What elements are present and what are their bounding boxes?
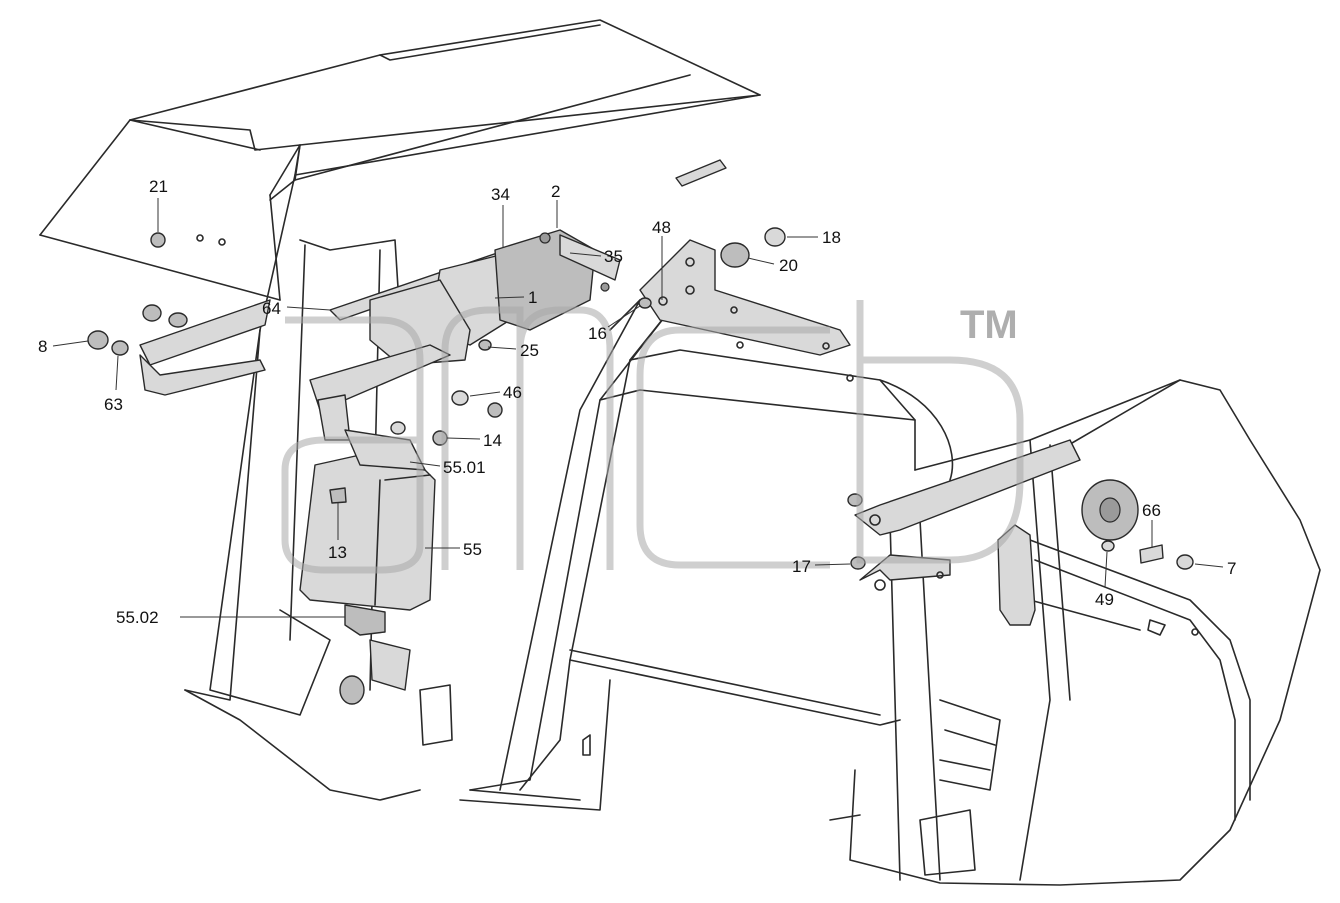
callout-46: 46 <box>503 383 522 402</box>
callout-2: 2 <box>551 182 560 201</box>
callout-63: 63 <box>104 395 123 414</box>
callout-66: 66 <box>1142 501 1161 520</box>
callout-18: 18 <box>822 228 841 247</box>
callout-7: 7 <box>1227 559 1236 578</box>
callout-17: 17 <box>792 557 811 576</box>
leader-lines <box>52 198 1224 618</box>
callout-16: 16 <box>588 324 607 343</box>
watermark-trademark: TM <box>960 303 1018 347</box>
callout-labels: 21 34 2 35 48 18 20 64 1 16 8 25 63 46 1… <box>38 177 1236 627</box>
right-bracket <box>854 439 1081 591</box>
cab-right-section <box>849 379 1321 886</box>
panel-details <box>419 341 1199 821</box>
callout-55-02: 55.02 <box>116 608 159 627</box>
callout-1: 1 <box>528 288 537 307</box>
cab-roof <box>39 19 761 301</box>
callout-25: 25 <box>520 341 539 360</box>
callout-14: 14 <box>483 431 502 450</box>
left-bracket <box>87 232 451 441</box>
callout-13: 13 <box>328 543 347 562</box>
callout-55: 55 <box>463 540 482 559</box>
callout-21: 21 <box>149 177 168 196</box>
right-handrail <box>997 479 1251 821</box>
watermark-logo: TM <box>281 300 1024 574</box>
callout-64: 64 <box>262 299 281 318</box>
wiper-motor-assembly <box>329 229 621 366</box>
callout-35: 35 <box>604 247 623 266</box>
callout-20: 20 <box>779 256 798 275</box>
callout-48: 48 <box>652 218 671 237</box>
callout-55-01: 55.01 <box>443 458 486 477</box>
callout-8: 8 <box>38 337 47 356</box>
fasteners <box>390 159 1194 570</box>
cab-center-frame <box>459 299 954 811</box>
callout-49: 49 <box>1095 590 1114 609</box>
callout-34: 34 <box>491 185 510 204</box>
